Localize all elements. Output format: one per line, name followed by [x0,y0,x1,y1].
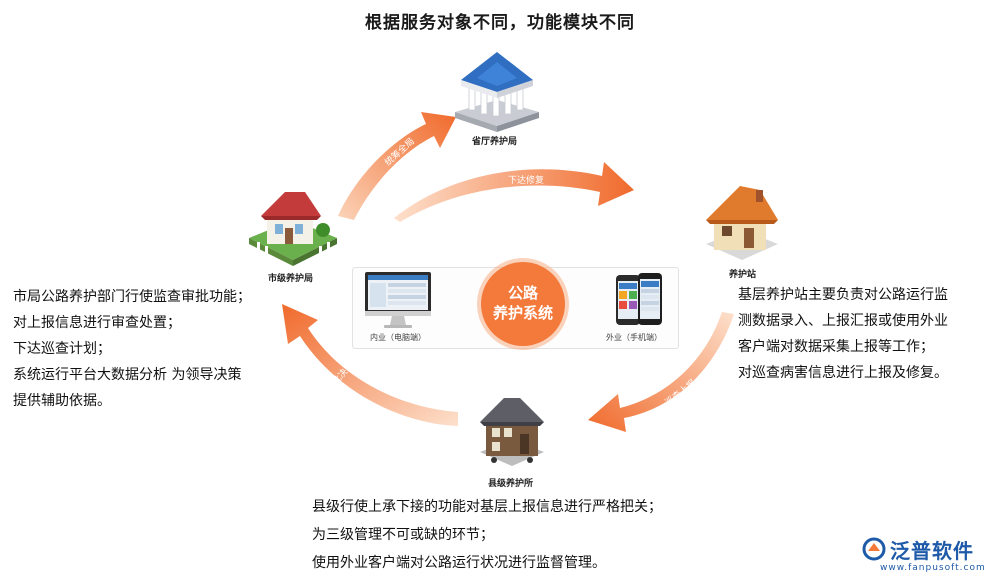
government-building-icon [455,52,539,132]
description-station-line: 对巡查病害信息进行上报及修复。 [738,365,948,381]
house-icon-county [480,398,544,466]
description-city-line: 提供辅助依据。 [13,393,111,409]
arrow-coordinate [338,112,456,220]
system-title-line2: 养护系统 [492,304,553,322]
description-county: 县级行使上承下接的功能对基层上报信息进行严格把关； 为三级管理不可或缺的环节； … [312,493,662,577]
arrow-dispatch [394,162,634,222]
node-label-county: 县级养护所 [488,479,534,489]
description-station-line: 基层养护站主要负责对公路运行监 [738,287,948,303]
system-title-line1: 公路 [507,284,538,302]
description-city: 市局公路养护部门行使监查审批功能； 对上报信息进行审查处置； 下达巡查计划； 系… [13,284,251,414]
description-city-line: 对上报信息进行审查处置； [13,315,181,331]
description-city-line: 下达巡查计划； [13,341,111,357]
description-station-line: 客户端对数据采集上报等工作； [738,339,934,355]
brand-logo-icon [862,537,886,561]
brand-url: www.fanpusoft.com [880,563,986,573]
mobile-client-label: 外业（手机端） [606,333,662,342]
node-label-city: 市级养护局 [268,274,314,284]
description-county-line: 县级行使上承下接的功能对基层上报信息进行严格把关； [312,499,662,515]
mobile-phones-icon [616,273,662,325]
node-label-province: 省厅养护局 [472,137,518,147]
page-title: 根据服务对象不同，功能模块不同 [365,13,635,33]
description-county-line: 为三级管理不可或缺的环节； [312,527,494,543]
arrow-label-dispatch: 下达修复 [508,174,544,186]
arrow-approve [282,304,458,426]
pc-client-label: 内业（电脑端） [370,333,426,342]
description-city-line: 系统运行平台大数据分析 为领导决策 [13,367,242,383]
description-county-line: 使用外业客户端对公路运行状况进行监督管理。 [312,555,606,571]
description-station-line: 测数据录入、上报汇报或使用外业 [738,313,948,329]
desktop-monitor-icon [365,272,431,328]
house-icon-city [249,192,337,266]
brand-name: 泛普软件 [890,539,974,563]
description-station: 基层养护站主要负责对公路运行监 测数据录入、上报汇报或使用外业 客户端对数据采集… [738,282,948,386]
node-label-station: 养护站 [729,270,757,280]
description-city-line: 市局公路养护部门行使监查审批功能； [13,289,251,305]
arrow-report [588,312,734,432]
house-icon-station [706,186,778,260]
system-core-circle [477,258,569,350]
system-title: 公路 养护系统 [475,283,571,323]
